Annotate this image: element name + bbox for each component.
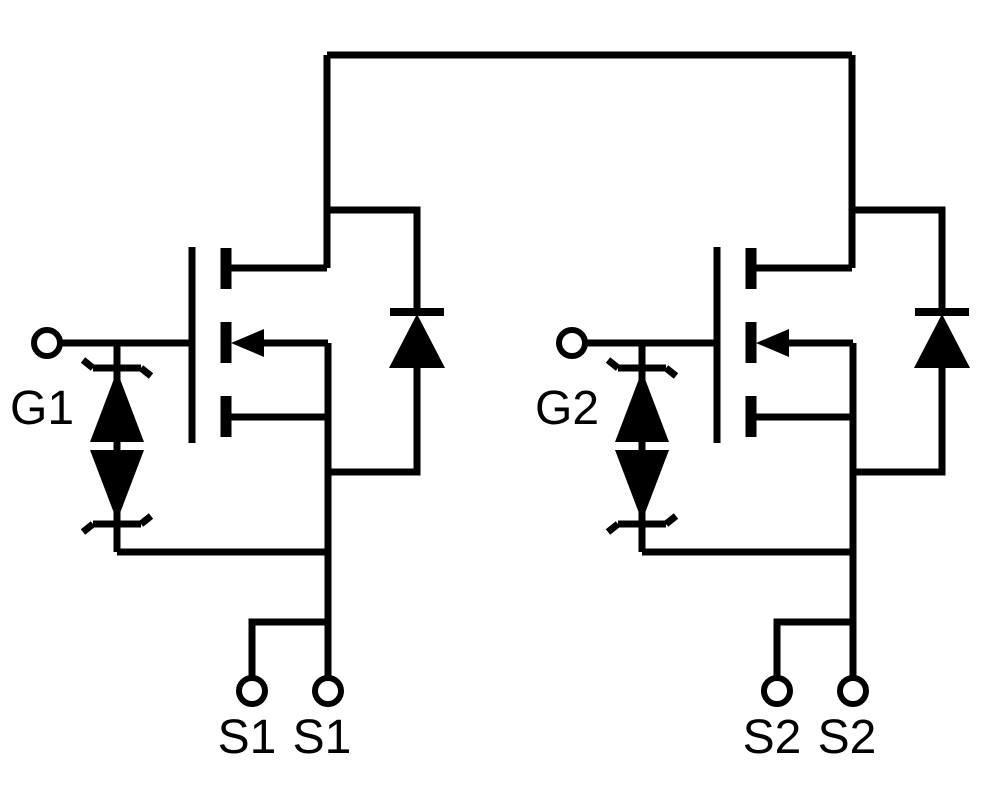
gate-label-2: G2: [535, 382, 599, 435]
mosfet-circuit-2: [559, 55, 970, 704]
source-label-1b: S1: [293, 711, 352, 764]
source-label-2a: S2: [743, 711, 802, 764]
gate-label-1: G1: [10, 382, 74, 435]
source-label-1a: S1: [218, 711, 277, 764]
source-label-2b: S2: [818, 711, 877, 764]
mosfet-circuit-1: [34, 55, 445, 704]
